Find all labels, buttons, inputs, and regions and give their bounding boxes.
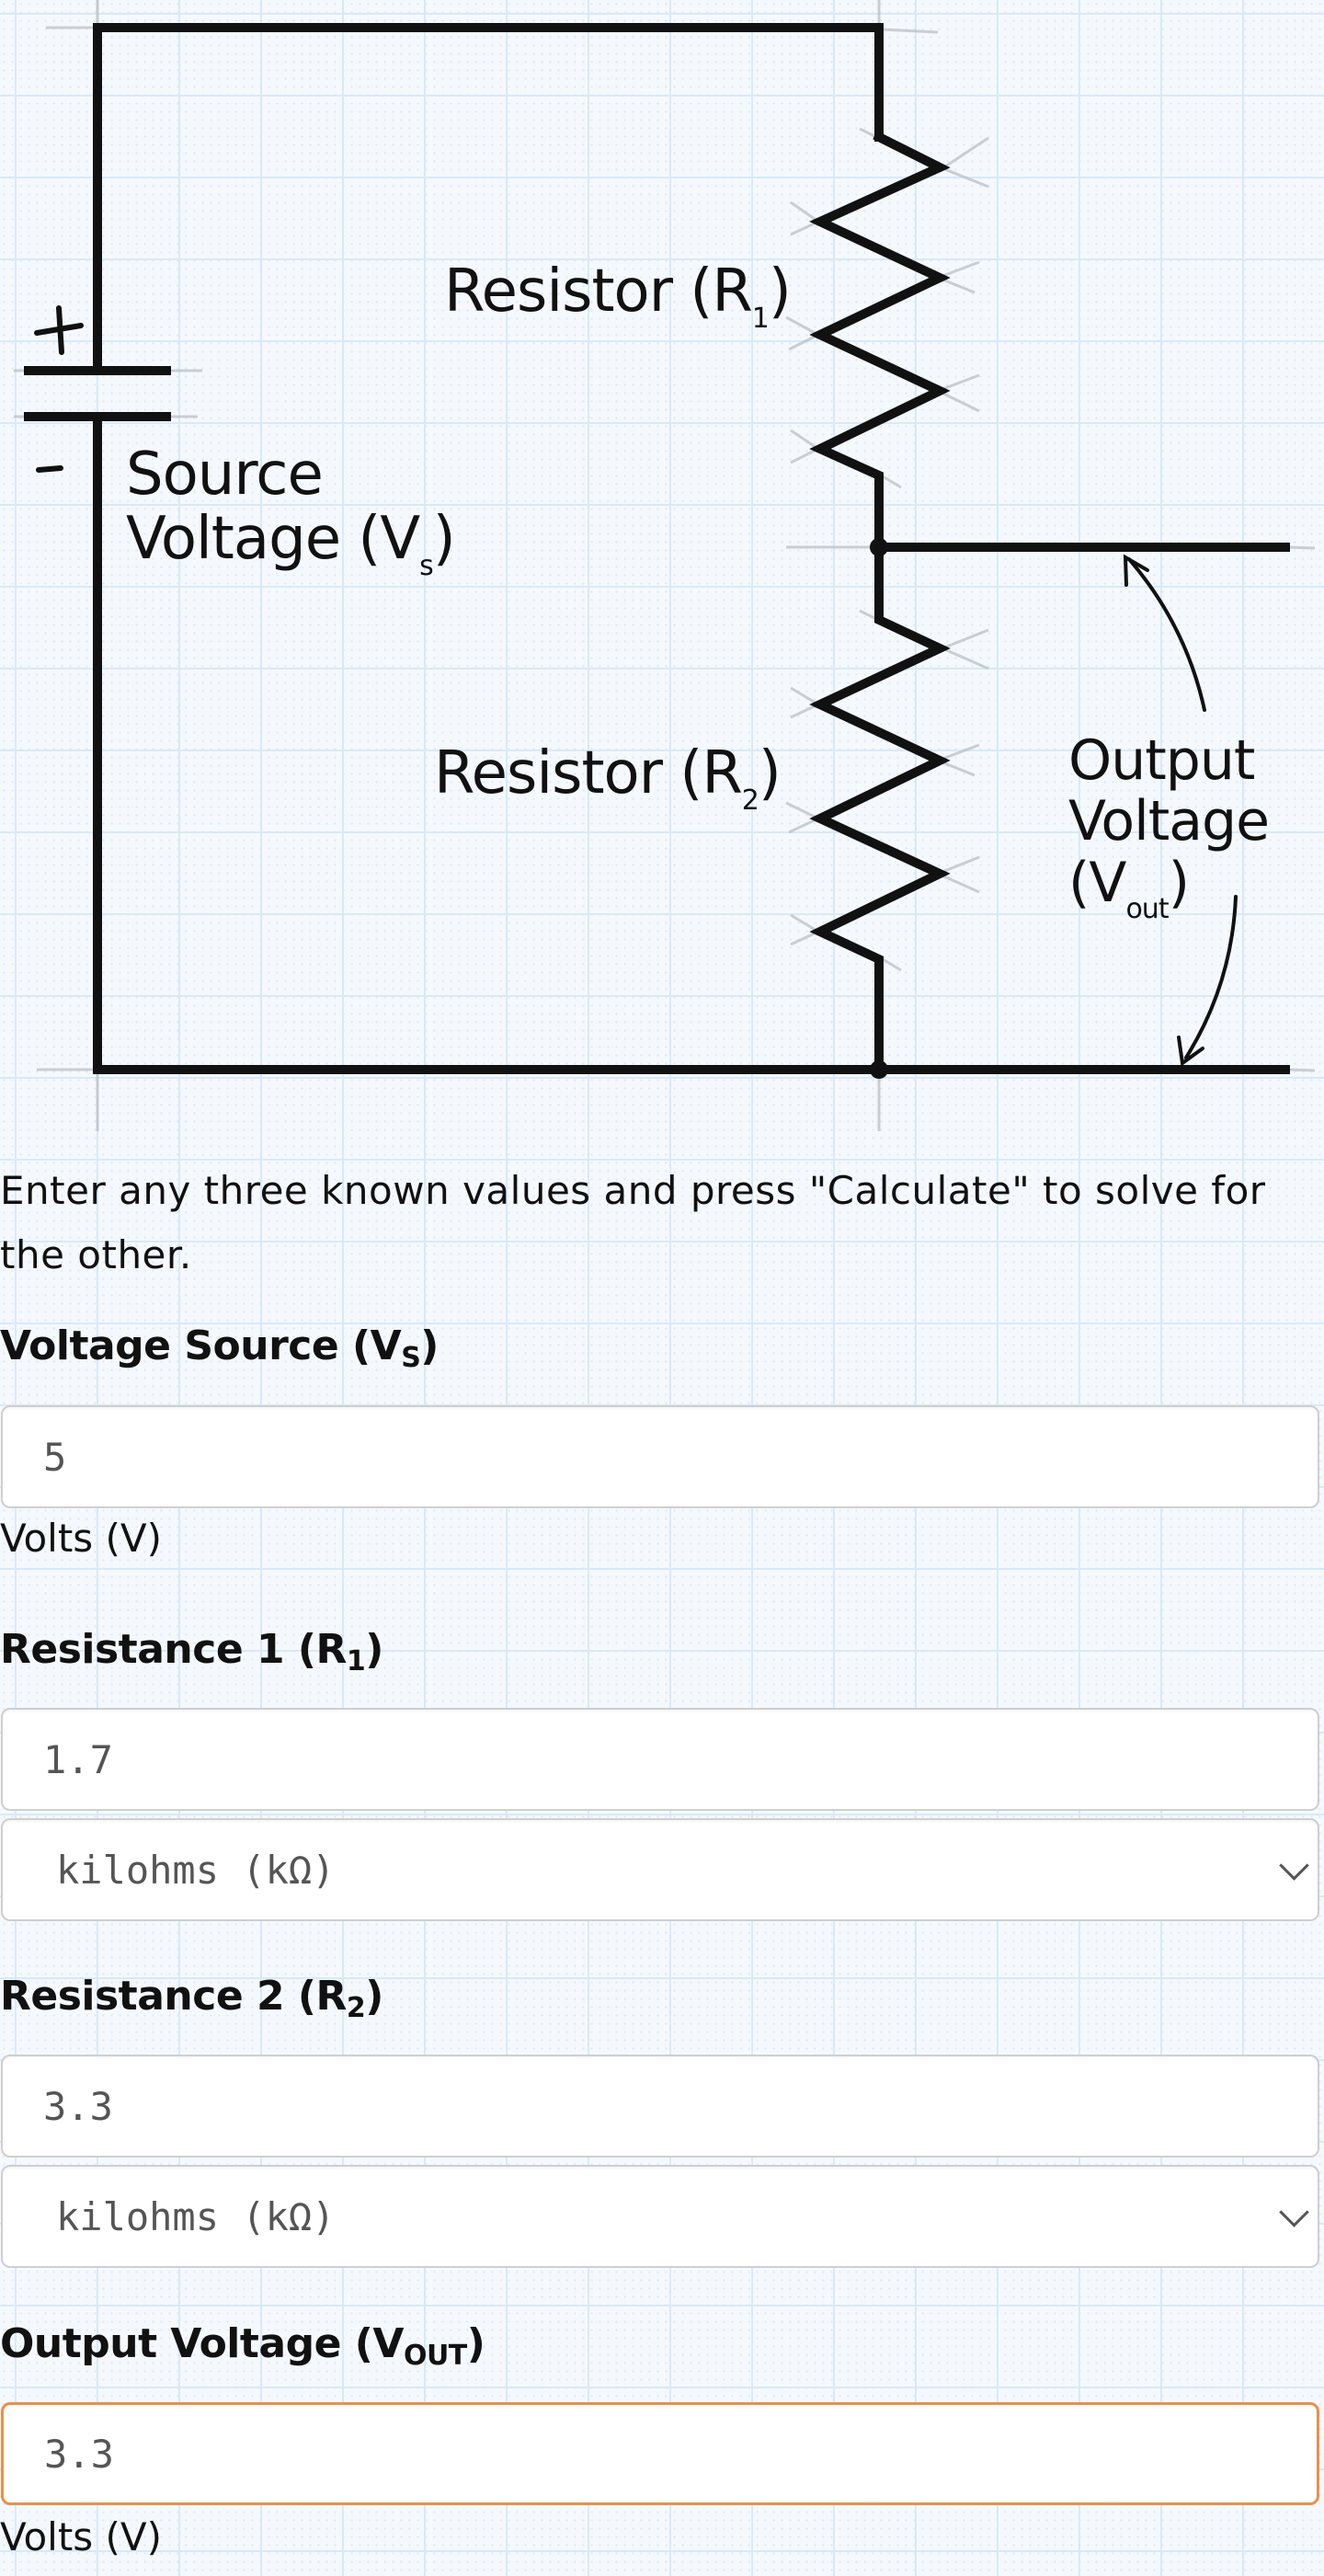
resistor-r2-zigzag xyxy=(809,543,951,1074)
resistance-1-input[interactable] xyxy=(1,1708,1319,1811)
output-voltage-unit: Volts (V) xyxy=(0,2514,163,2559)
resistor-r1-zigzag xyxy=(809,131,951,552)
resistance-2-unit-select[interactable]: kilohms (kΩ) xyxy=(1,2165,1319,2268)
resistance-1-unit-select[interactable]: kilohms (kΩ) xyxy=(1,1818,1319,1921)
output-voltage-label-line1: Output xyxy=(1068,728,1255,793)
output-voltage-label-line3: (Vout) xyxy=(1068,851,1189,925)
output-voltage-label: Output Voltage (VOUT) xyxy=(0,2320,485,2372)
circuit-schematic: Resistor (R1) Source Voltage (Vs) Resist… xyxy=(14,0,1316,1131)
resistor-r2-label: Resistor (R2) xyxy=(434,739,781,817)
minus-sign-icon xyxy=(36,465,63,473)
output-arrowhead-down-icon xyxy=(1177,1036,1204,1067)
voltage-source-unit: Volts (V) xyxy=(0,1516,163,1561)
wire-bottom xyxy=(93,415,1290,1074)
output-arrowhead-up-icon xyxy=(1123,554,1149,587)
wire-top xyxy=(93,23,884,372)
source-voltage-label-line2: Voltage (Vs) xyxy=(126,505,455,582)
plus-sign-icon xyxy=(34,305,84,355)
chevron-down-icon xyxy=(1279,1850,1309,1881)
source-voltage-label-line1: Source xyxy=(126,441,323,509)
junction-dot-bottom xyxy=(870,1060,888,1079)
resistance-2-label: Resistance 2 (R2) xyxy=(0,1973,383,2024)
junction-dot-top xyxy=(870,538,888,556)
resistance-1-unit-value: kilohms (kΩ) xyxy=(56,1847,336,1893)
output-voltage-label-line2: Voltage xyxy=(1068,789,1269,853)
instructions-text: Enter any three known values and press "… xyxy=(0,1168,1266,1277)
resistance-1-label: Resistance 1 (R1) xyxy=(0,1626,383,1677)
resistor-r1-label: Resistor (R1) xyxy=(444,258,791,335)
output-arrow-up xyxy=(1127,557,1206,712)
chevron-down-icon xyxy=(1279,2197,1309,2227)
output-voltage-input[interactable] xyxy=(1,2402,1319,2505)
output-arrow-down xyxy=(1184,895,1238,1059)
resistance-2-unit-value: kilohms (kΩ) xyxy=(56,2193,336,2239)
voltage-source-label: Voltage Source (VS) xyxy=(0,1322,439,1374)
resistance-2-input[interactable] xyxy=(1,2055,1319,2158)
construction-marks xyxy=(14,0,1316,1131)
voltage-source-input[interactable] xyxy=(1,1405,1319,1508)
voltage-divider-diagram: Resistor (R1) Source Voltage (Vs) Resist… xyxy=(0,0,1324,1131)
